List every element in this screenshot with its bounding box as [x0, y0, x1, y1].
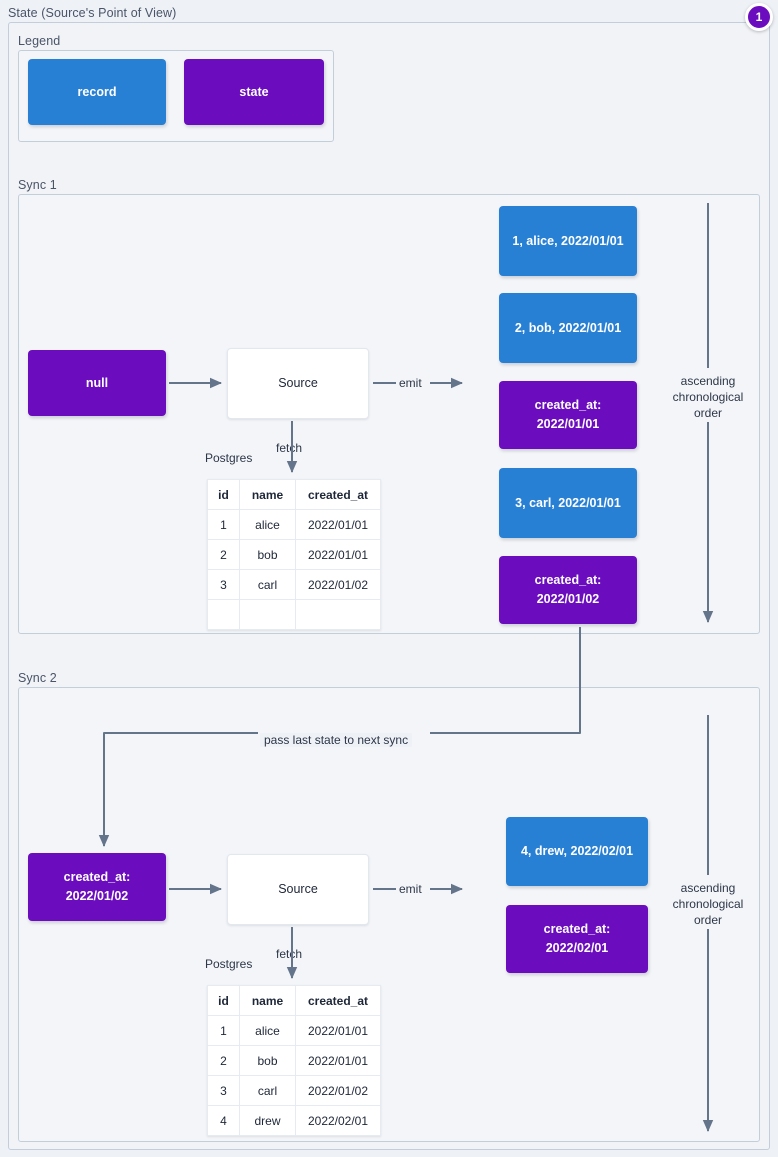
legend-swatch-record: record	[28, 59, 166, 125]
table-row: 2 bob 2022/01/01	[207, 539, 381, 570]
cell-id: 2	[207, 539, 240, 570]
sync2-input-state: created_at: 2022/01/02	[28, 853, 166, 921]
sync2-fetch-label: fetch	[276, 947, 303, 961]
state-key: created_at:	[534, 398, 602, 413]
column-header-created-at: created_at	[295, 985, 381, 1016]
sync1-emitted-record-2: 2, bob, 2022/01/01	[499, 293, 637, 363]
sync2-db-table: id name created_at 1 alice 2022/01/01 2 …	[207, 985, 381, 1136]
sync2-emit-label: emit	[399, 882, 422, 896]
table-row: 4 drew 2022/02/01	[207, 1105, 381, 1136]
cell-name: alice	[239, 1015, 296, 1046]
column-header-id: id	[207, 985, 240, 1016]
cell-id: 4	[207, 1105, 240, 1136]
state-key: created_at:	[543, 922, 611, 937]
cell-name	[239, 599, 296, 630]
sync2-order-note: ascending chronological order	[672, 881, 744, 928]
table-header-row: id name created_at	[207, 479, 381, 510]
sync2-emitted-record-1: 4, drew, 2022/02/01	[506, 817, 648, 886]
sync1-emitted-state-2: created_at: 2022/01/02	[499, 556, 637, 624]
sync2-source-node: Source	[227, 854, 369, 925]
sync1-db-table: id name created_at 1 alice 2022/01/01 2 …	[207, 479, 381, 630]
state-value: 2022/01/02	[65, 889, 129, 903]
cell-id: 1	[207, 509, 240, 540]
sync1-emitted-record-1: 1, alice, 2022/01/01	[499, 206, 637, 276]
cell-created-at: 2022/02/01	[295, 1105, 381, 1136]
cell-created-at: 2022/01/01	[295, 539, 381, 570]
table-row: 1 alice 2022/01/01	[207, 509, 381, 540]
sync1-input-state: null	[28, 350, 166, 416]
sync1-label: Sync 1	[18, 178, 57, 192]
table-row: 3 carl 2022/01/02	[207, 569, 381, 600]
column-header-created-at: created_at	[295, 479, 381, 510]
state-key: created_at:	[534, 573, 602, 588]
sync1-emit-label: emit	[399, 376, 422, 390]
table-header-row: id name created_at	[207, 985, 381, 1016]
sync1-emitted-state-1: created_at: 2022/01/01	[499, 381, 637, 449]
legend-swatch-state: state	[184, 59, 324, 125]
sync1-db-label: Postgres	[205, 451, 253, 465]
cell-name: bob	[239, 539, 296, 570]
cell-created-at	[295, 599, 381, 630]
cell-name: carl	[239, 569, 296, 600]
sync2-emitted-state-1: created_at: 2022/02/01	[506, 905, 648, 973]
cell-name: carl	[239, 1075, 296, 1106]
column-header-id: id	[207, 479, 240, 510]
sync2-db-label: Postgres	[205, 957, 253, 971]
cell-id: 1	[207, 1015, 240, 1046]
state-value: 2022/02/01	[545, 941, 609, 955]
legend-label: Legend	[18, 34, 61, 48]
table-row: 1 alice 2022/01/01	[207, 1015, 381, 1046]
cell-name: alice	[239, 509, 296, 540]
table-row: 3 carl 2022/01/02	[207, 1075, 381, 1106]
table-row: 2 bob 2022/01/01	[207, 1045, 381, 1076]
sync1-source-node: Source	[227, 348, 369, 419]
state-value: 2022/01/01	[536, 417, 600, 431]
cell-created-at: 2022/01/01	[295, 1015, 381, 1046]
sync1-emitted-record-3: 3, carl, 2022/01/01	[499, 468, 637, 538]
cell-created-at: 2022/01/01	[295, 509, 381, 540]
column-header-name: name	[239, 479, 296, 510]
cell-created-at: 2022/01/02	[295, 569, 381, 600]
sync1-fetch-label: fetch	[276, 441, 303, 455]
sync1-order-note: ascending chronological order	[672, 374, 744, 421]
state-value: 2022/01/02	[536, 592, 600, 606]
cell-created-at: 2022/01/02	[295, 1075, 381, 1106]
diagram-title: State (Source's Point of View)	[8, 6, 177, 20]
cell-name: drew	[239, 1105, 296, 1136]
cell-name: bob	[239, 1045, 296, 1076]
cell-id	[207, 599, 240, 630]
cell-id: 3	[207, 569, 240, 600]
cell-created-at: 2022/01/01	[295, 1045, 381, 1076]
column-header-name: name	[239, 985, 296, 1016]
status-badge[interactable]: 1	[745, 3, 773, 31]
state-key: created_at:	[63, 870, 131, 885]
sync2-label: Sync 2	[18, 671, 57, 685]
cell-id: 2	[207, 1045, 240, 1076]
pass-state-label: pass last state to next sync	[260, 733, 413, 747]
table-row	[207, 599, 381, 630]
cell-id: 3	[207, 1075, 240, 1106]
